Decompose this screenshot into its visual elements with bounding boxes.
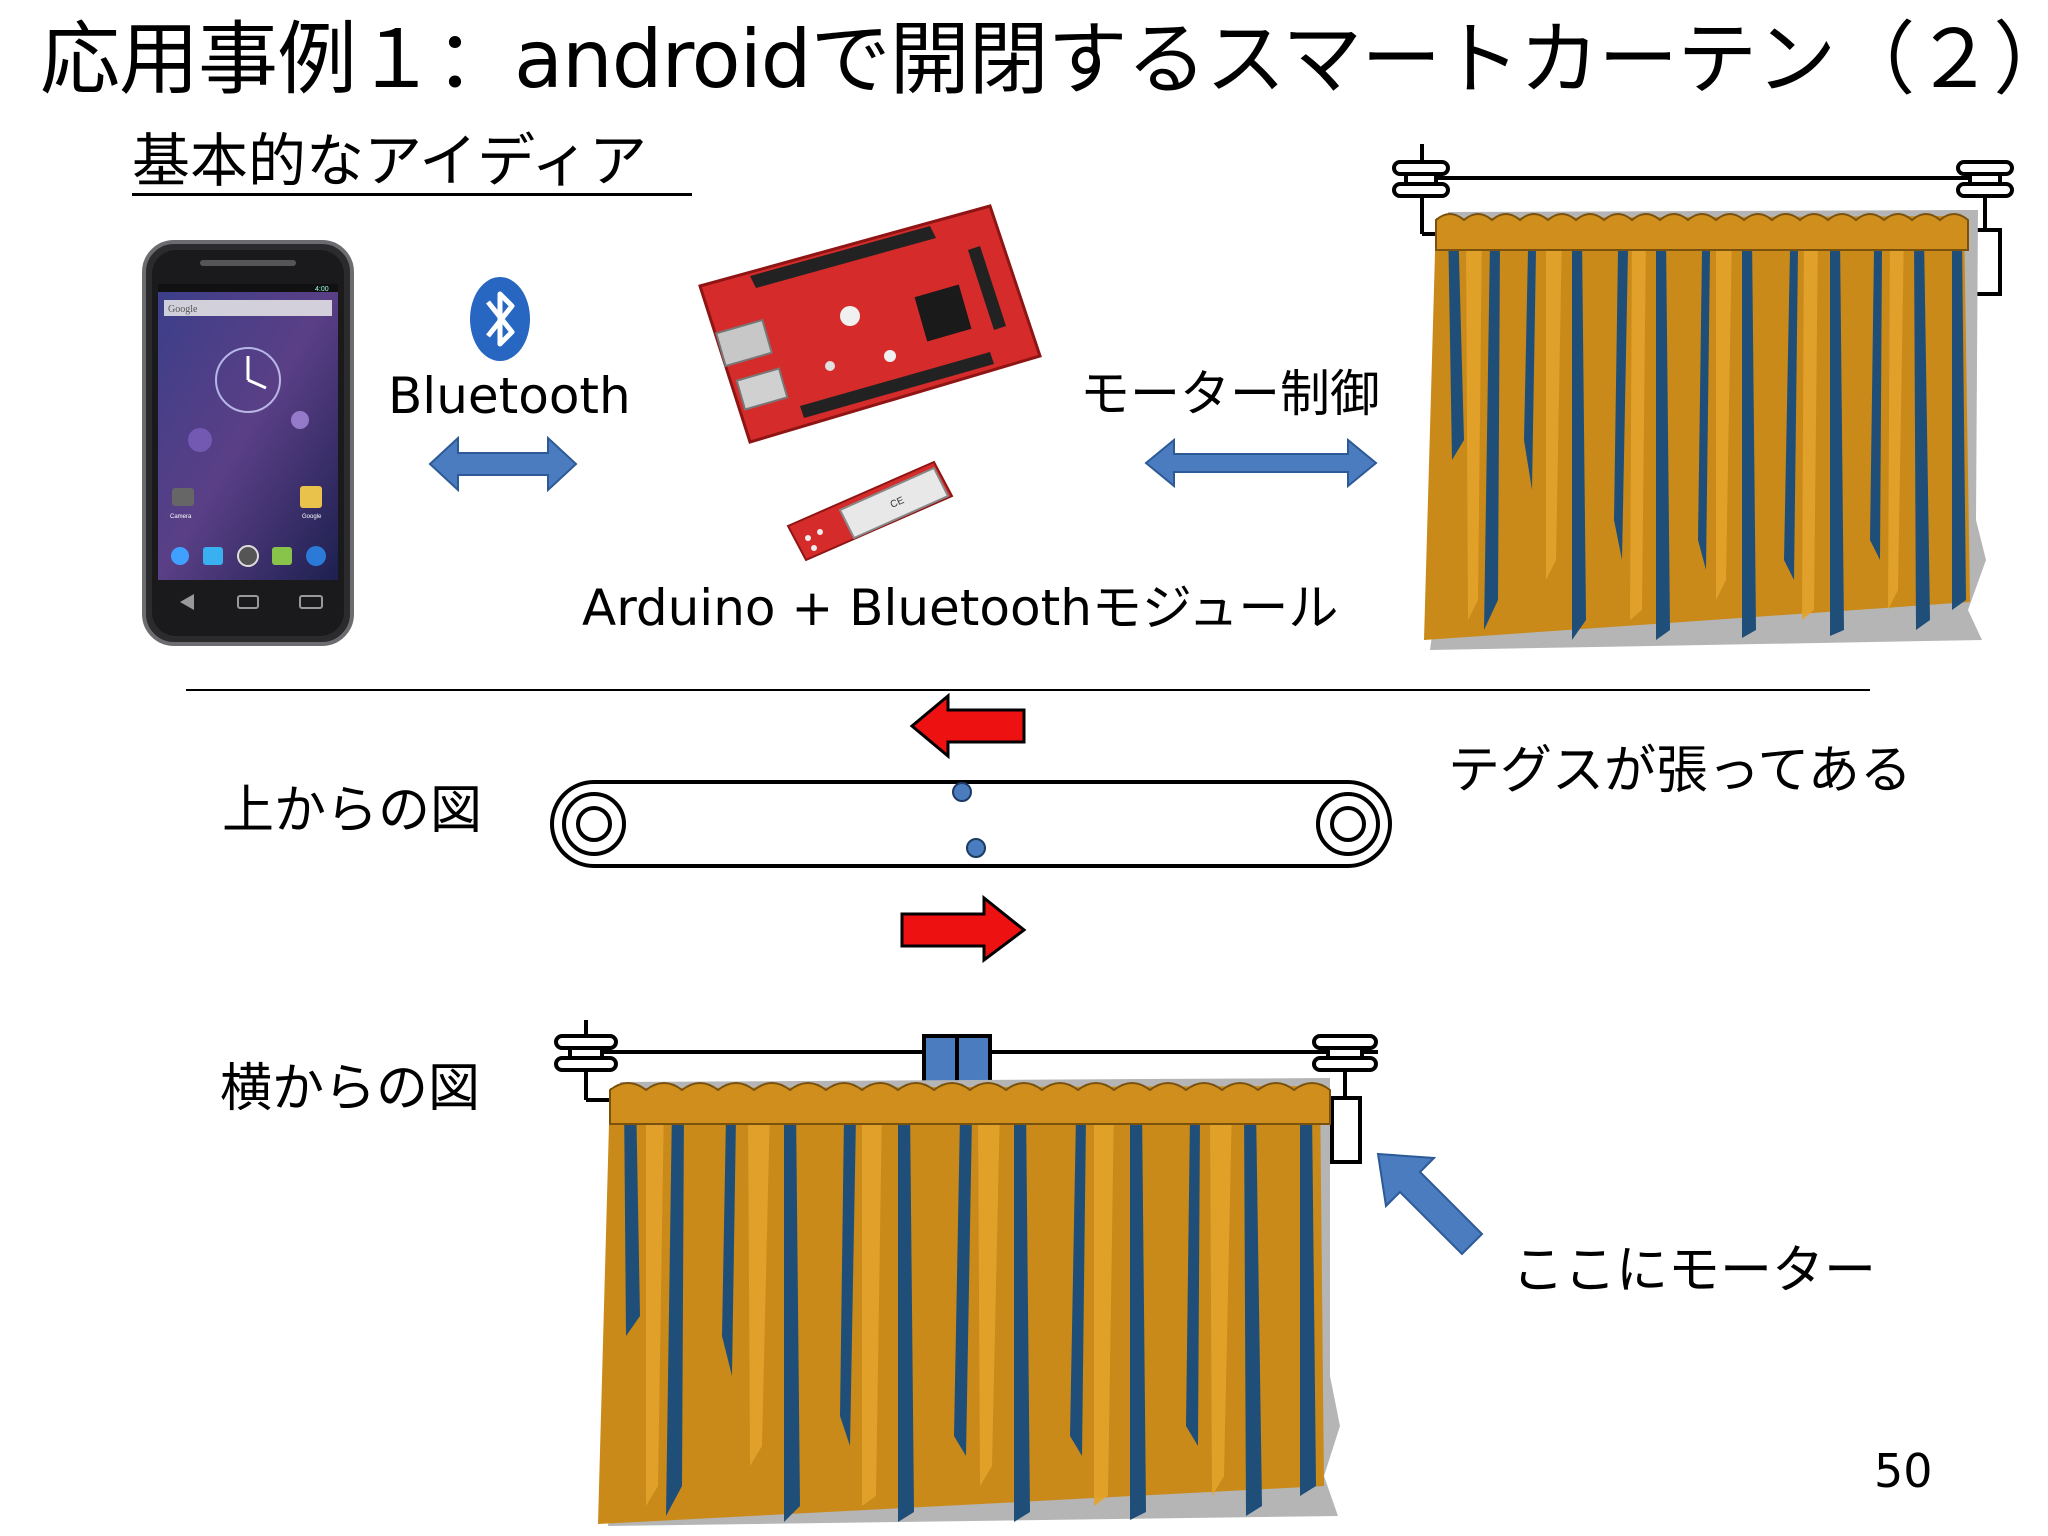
motor-here-label: ここにモーター <box>1512 1241 1877 1301</box>
subtitle-underline <box>132 193 692 196</box>
bluetooth-icon <box>470 277 530 361</box>
phone-search-text: Google <box>168 304 198 315</box>
pulley-belt-top-view <box>550 780 1392 868</box>
page-number: 50 <box>1874 1444 1933 1498</box>
phone-app-camera: Camera <box>170 514 192 520</box>
curtain-top-image <box>1392 144 2014 650</box>
red-arrow-left <box>909 692 1026 760</box>
motor-pointer-arrow <box>1376 1152 1484 1256</box>
arduino-board-image <box>698 204 1042 444</box>
slide-subtitle: 基本的なアイディア <box>132 127 648 195</box>
bluetooth-module-image: CE <box>786 460 954 562</box>
phone-app-google: Google <box>302 514 322 520</box>
curtain-side-view-image <box>554 1020 1378 1526</box>
motor-control-arrow <box>1144 437 1378 489</box>
tegus-label: テグスが張ってある <box>1448 741 1912 801</box>
bluetooth-label: Bluetooth <box>388 367 631 425</box>
bluetooth-link-arrow <box>428 435 578 493</box>
top-view-label: 上からの図 <box>222 781 483 841</box>
red-arrow-right <box>900 894 1027 963</box>
motor-control-label: モーター制御 <box>1080 365 1380 423</box>
android-phone-image: 4:00 Google Camera Google <box>142 240 354 646</box>
phone-clock: 4:00 <box>315 286 329 293</box>
slide-title: 応用事例１：androidで開閉するスマートカーテン（２） <box>40 13 2048 106</box>
side-view-label: 横からの図 <box>220 1059 481 1119</box>
section-divider <box>186 689 1870 691</box>
module-label: Arduino + Bluetoothモジュール <box>582 579 1339 637</box>
module-ce-mark: CE <box>889 495 906 511</box>
